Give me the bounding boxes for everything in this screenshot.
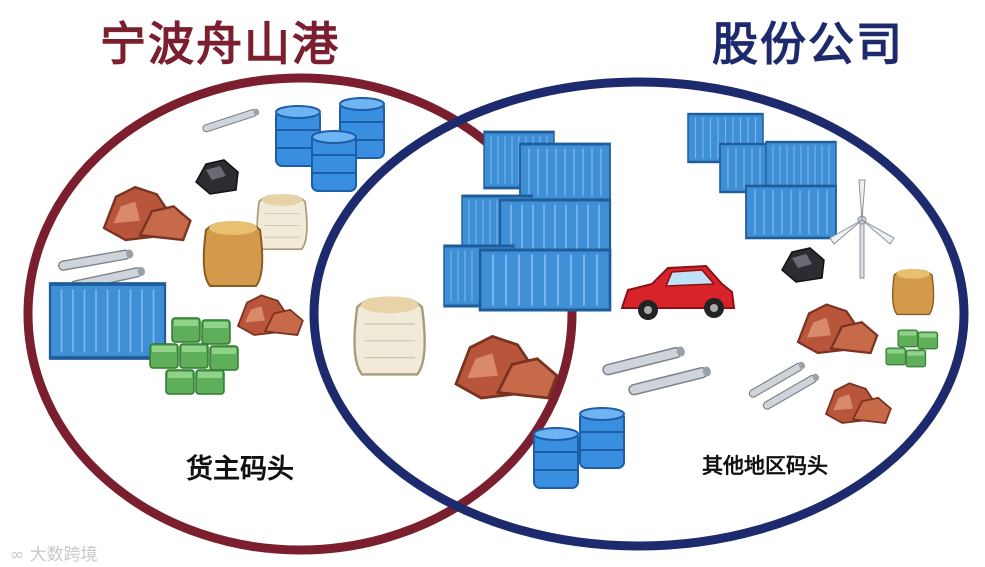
grain-sack-icon: [353, 295, 426, 376]
steel-pipe-icon: [747, 359, 807, 400]
watermark: ∞ 大数跨境: [10, 540, 98, 565]
ore-pile-icon: [102, 185, 192, 242]
container-icon: [48, 282, 167, 360]
oil-barrel-icon: [533, 427, 579, 489]
right-circle-label: 其他地区码头: [702, 454, 828, 478]
ore-pile-icon: [825, 382, 892, 424]
steel-pipe-icon: [627, 364, 713, 397]
coal-lump-icon: [781, 247, 825, 283]
oil-barrel-icon: [311, 130, 357, 192]
right-title: 股份公司: [712, 17, 904, 71]
steel-pipe-icon: [201, 107, 261, 134]
left-circle: [23, 73, 577, 555]
steel-pipe-icon: [601, 344, 687, 377]
right-circle: [309, 77, 969, 551]
left-circle-label: 货主码头: [186, 454, 294, 485]
ore-pile-icon: [796, 303, 879, 355]
grain-sack-icon: [202, 220, 264, 287]
container-icon: [764, 140, 838, 192]
container-icon: [744, 184, 838, 240]
coal-lump-icon: [195, 159, 239, 195]
ore-pile-icon: [454, 334, 559, 400]
green-cargo-icon: [885, 329, 939, 368]
watermark-logo-icon: ∞: [10, 545, 30, 565]
steel-pipe-icon: [761, 371, 821, 412]
ore-pile-icon: [237, 294, 304, 336]
watermark-text: 大数跨境: [29, 545, 98, 565]
car-icon: [620, 264, 736, 320]
container-stack-icon: [442, 130, 612, 312]
grain-sack-icon: [891, 268, 935, 316]
wind-turbine-icon: [829, 179, 895, 279]
left-title: 宁波舟山港: [100, 17, 340, 71]
steel-pipe-icon: [57, 248, 135, 272]
grain-sack-icon: [256, 193, 308, 251]
oil-barrel-icon: [579, 407, 625, 469]
